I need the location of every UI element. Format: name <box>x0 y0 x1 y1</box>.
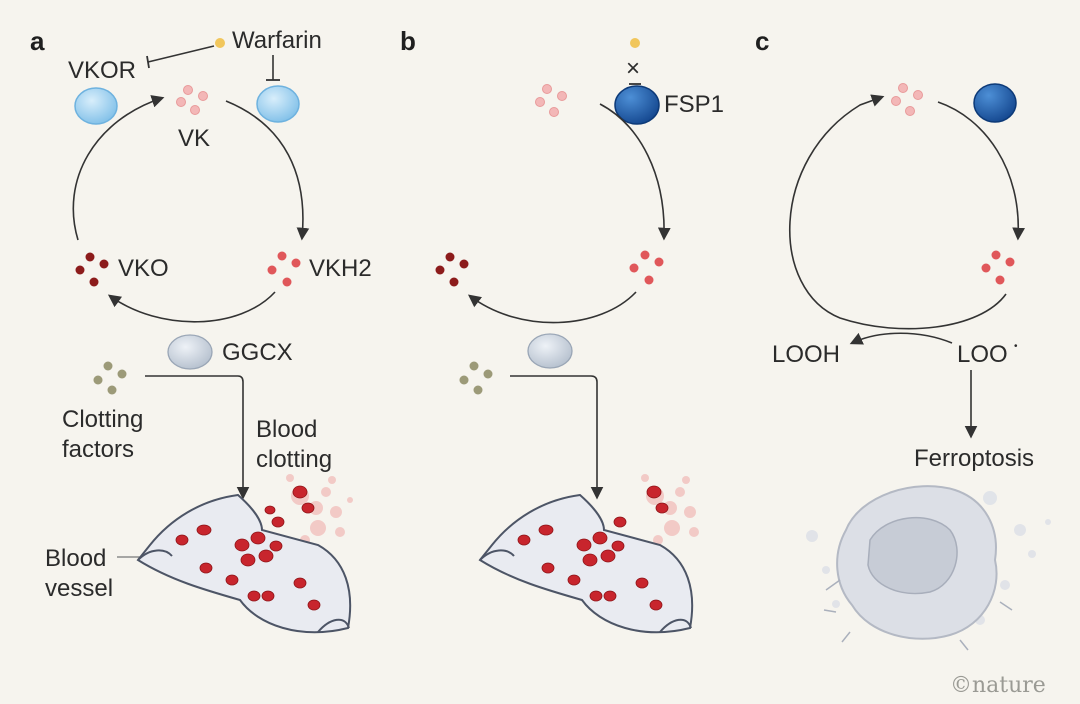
fsp1-enzyme-icon <box>614 85 660 125</box>
warfarin-inhibits-vkor-left <box>147 45 215 63</box>
looh-label: LOOH <box>772 341 840 368</box>
vkor-label: VKOR <box>68 57 136 84</box>
vkh2-label: VKH2 <box>309 255 372 282</box>
ggcx-enzyme-icon <box>167 334 213 370</box>
clotting-factors-b-icon <box>459 361 493 395</box>
fsp1-label: FSP1 <box>664 91 724 118</box>
warfarin-molecule-b-icon <box>630 38 640 48</box>
reduction-arrow <box>849 332 953 345</box>
clotting-factors-label-line2: factors <box>62 436 134 463</box>
panel-a-letter: a <box>30 26 45 56</box>
cycle-arrow-b-bottom <box>467 291 637 324</box>
blocked-mark: × <box>626 55 640 82</box>
clot-burst-icon <box>286 474 353 545</box>
panel-c: c LOOH LOO • Ferroptosis <box>755 26 1051 651</box>
panel-c-letter: c <box>755 26 769 56</box>
blood-vessel-label-line1: Blood <box>45 545 106 572</box>
blood-vessel-label-line2: vessel <box>45 575 113 602</box>
vk-label: VK <box>178 125 210 152</box>
vkh2-molecule-icon <box>267 251 301 287</box>
vkh2-molecule-b-icon <box>629 250 664 285</box>
cycle-arrow-b-right <box>599 103 671 241</box>
vkor-enzyme-left-icon <box>74 87 118 125</box>
clotting-factors-label-line1: Clotting <box>62 406 143 433</box>
panel-b: b × FSP1 <box>400 26 724 634</box>
panel-a: a Warfarin VKOR VK VKO <box>30 26 372 634</box>
warfarin-molecule-icon <box>215 38 225 48</box>
blood-clotting-label-line1: Blood <box>256 416 317 443</box>
fsp1-enzyme-c-icon <box>973 83 1017 123</box>
inhibition-bar-left <box>146 55 150 69</box>
vk-molecule-icon <box>176 85 208 115</box>
vk-molecule-b-icon <box>535 84 567 117</box>
nature-credit: ©nature <box>950 673 1046 698</box>
cycle-arrow-c-loop <box>789 94 1007 330</box>
ferroptosis-label: Ferroptosis <box>914 445 1034 472</box>
cycle-arrow-vko-to-vk <box>72 95 165 241</box>
loo-radical-label: LOO <box>957 341 1008 368</box>
vkor-enzyme-right-icon <box>256 85 300 123</box>
vko-molecule-icon <box>75 252 109 287</box>
clotting-pathway-arrow-b <box>510 375 604 500</box>
cycle-arrow-vk-to-vkh2 <box>225 100 310 241</box>
clotting-pathway-arrow <box>145 375 250 500</box>
vko-label: VKO <box>118 255 169 282</box>
cycle-arrow-vkh2-to-vko <box>107 291 276 323</box>
vk-molecule-c-icon <box>891 83 923 116</box>
blood-vessel-b-icon <box>478 474 699 634</box>
cycle-arrow-c-right <box>937 101 1025 241</box>
vko-molecule-b-icon <box>435 252 469 287</box>
vkh2-molecule-c-icon <box>981 250 1015 285</box>
panel-b-letter: b <box>400 26 416 56</box>
dying-cell-icon <box>806 485 1051 651</box>
ggcx-enzyme-b-icon <box>527 333 573 369</box>
red-blood-cells-icon <box>175 485 321 611</box>
clotting-factors-icon <box>93 361 127 395</box>
radical-dot: • <box>1014 341 1018 352</box>
ggcx-label: GGCX <box>222 339 293 366</box>
blood-vessel-icon <box>136 474 353 634</box>
warfarin-label: Warfarin <box>232 27 322 54</box>
blood-clotting-label-line2: clotting <box>256 446 332 473</box>
